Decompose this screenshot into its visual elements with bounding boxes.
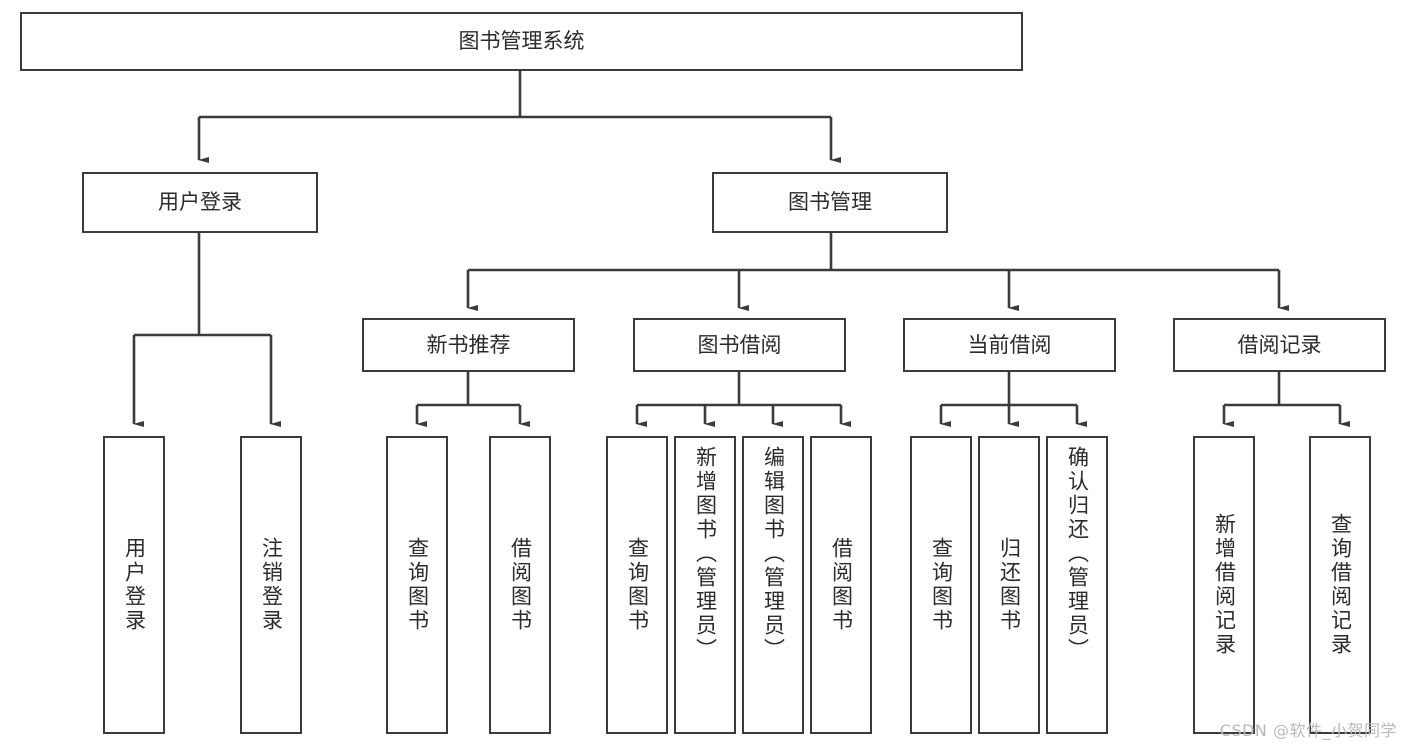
node-book-manage-label: 图书管理 (788, 190, 872, 215)
node-leaf-query-book-1-label: 查询图书 (405, 537, 430, 633)
node-root[interactable]: 图书管理系统 (20, 12, 1023, 71)
node-current-borrow[interactable]: 当前借阅 (903, 318, 1116, 372)
node-leaf-edit-book-label: 编辑图书（管理员） (761, 446, 786, 662)
node-user-login-label: 用户登录 (158, 190, 242, 215)
csdn-watermark: CSDN @软件_小贺同学 (1219, 721, 1397, 740)
node-leaf-borrow-book-1-label: 借阅图书 (508, 537, 533, 633)
node-leaf-query-book-3[interactable]: 查询图书 (910, 436, 972, 734)
node-current-borrow-label: 当前借阅 (967, 332, 1052, 357)
node-leaf-query-book-1[interactable]: 查询图书 (386, 436, 448, 734)
node-leaf-add-book-label: 新增图书（管理员） (693, 446, 718, 662)
node-leaf-user-login[interactable]: 用户登录 (103, 436, 165, 734)
node-root-label: 图书管理系统 (458, 29, 585, 54)
node-leaf-return-book-label: 归还图书 (997, 537, 1022, 633)
node-leaf-add-record[interactable]: 新增借阅记录 (1193, 436, 1255, 734)
node-leaf-logout-login[interactable]: 注销登录 (240, 436, 302, 734)
node-leaf-edit-book[interactable]: 编辑图书（管理员） (742, 436, 804, 734)
node-borrow-record[interactable]: 借阅记录 (1173, 318, 1386, 372)
node-leaf-borrow-book-2-label: 借阅图书 (829, 537, 854, 633)
node-book-borrow-label: 图书借阅 (697, 332, 782, 357)
node-leaf-query-record[interactable]: 查询借阅记录 (1309, 436, 1371, 734)
node-new-book-recommend[interactable]: 新书推荐 (362, 318, 575, 372)
node-leaf-query-record-label: 查询借阅记录 (1328, 513, 1353, 657)
node-leaf-borrow-book-2[interactable]: 借阅图书 (810, 436, 872, 734)
node-book-manage[interactable]: 图书管理 (712, 172, 948, 233)
node-leaf-add-book[interactable]: 新增图书（管理员） (674, 436, 736, 734)
node-book-borrow[interactable]: 图书借阅 (633, 318, 846, 372)
node-leaf-query-book-2-label: 查询图书 (625, 537, 650, 633)
node-leaf-confirm-return[interactable]: 确认归还（管理员） (1046, 436, 1108, 734)
node-leaf-query-book-2[interactable]: 查询图书 (606, 436, 668, 734)
node-leaf-logout-login-label: 注销登录 (259, 537, 284, 633)
node-leaf-borrow-book-1[interactable]: 借阅图书 (489, 436, 551, 734)
node-borrow-record-label: 借阅记录 (1237, 332, 1322, 357)
node-leaf-query-book-3-label: 查询图书 (929, 537, 954, 633)
node-user-login[interactable]: 用户登录 (82, 172, 318, 233)
node-leaf-return-book[interactable]: 归还图书 (978, 436, 1040, 734)
node-leaf-user-login-label: 用户登录 (122, 537, 147, 633)
node-leaf-add-record-label: 新增借阅记录 (1212, 513, 1237, 657)
node-new-book-recommend-label: 新书推荐 (426, 332, 511, 357)
node-leaf-confirm-return-label: 确认归还（管理员） (1065, 446, 1090, 662)
